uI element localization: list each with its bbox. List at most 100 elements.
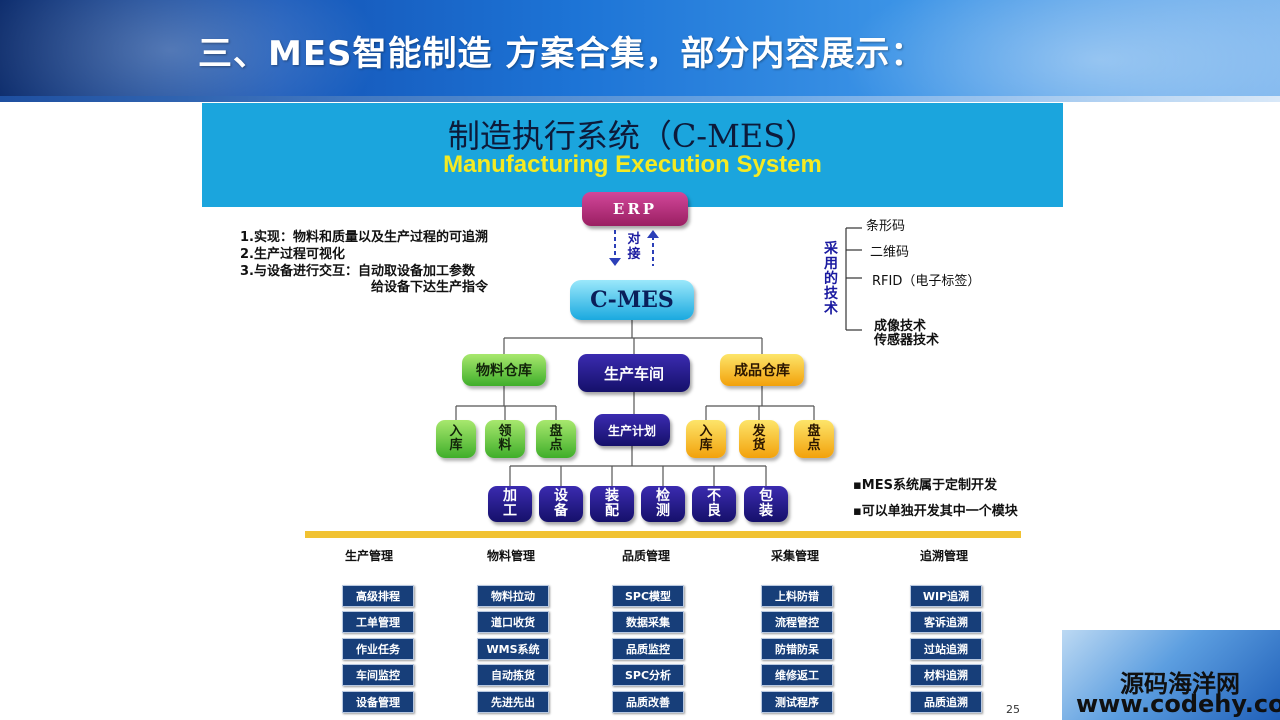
page-number: 25 [1006,703,1020,716]
module-box: 自动拣货 [477,664,549,686]
proc-char: 良 [707,503,721,519]
header-stripe [0,96,1280,102]
module-box: SPC模型 [612,585,684,607]
module-box: 数据采集 [612,611,684,633]
module-box: SPC分析 [612,664,684,686]
product-op-inventory: 盘点 [794,420,834,458]
header-glow [0,0,380,98]
category-title: 采集管理 [770,549,819,563]
proc-char: 配 [605,503,619,519]
op-char: 入 [449,424,463,439]
module-box: 车间监控 [342,664,414,686]
product-op-shipping: 发货 [739,420,779,458]
proc-char: 工 [503,503,517,519]
proc-char: 装 [605,488,619,504]
module-box: 品质追溯 [910,691,982,713]
note-custom-dev: ▪MES系统属于定制开发 [853,478,997,493]
op-char: 库 [699,438,713,453]
module-box: 先进先出 [477,691,549,713]
goal-line-1: 1.实现：物料和质量以及生产过程的可追溯 [240,230,488,245]
tech-label-char: 采 [824,241,838,257]
op-char: 入 [699,424,713,439]
corner-decoration [1062,630,1280,720]
proc-char: 测 [656,503,670,519]
tech-bracket [845,227,862,331]
op-char: 料 [498,438,512,453]
module-box: WIP追溯 [910,585,982,607]
op-char: 库 [449,438,463,453]
workshop-node: 生产车间 [578,354,690,392]
module-box: 品质改善 [612,691,684,713]
module-box: 防错防呆 [761,638,833,660]
banner-title-en: Manufacturing Execution System [443,151,822,178]
op-char: 点 [807,438,821,453]
module-box: 维修返工 [761,664,833,686]
arrow-down-head [609,258,621,266]
production-plan-node: 生产计划 [594,414,670,446]
product-warehouse-node: 成品仓库 [720,354,804,386]
note-module-dev: ▪可以单独开发其中一个模块 [853,504,1018,519]
watermark-url: www.codehy.com [1076,690,1280,718]
goal-line-4: 给设备下达生产指令 [371,280,489,295]
tech-item: 条形码 [866,219,906,234]
tech-label-char: 的 [824,271,838,287]
process-defect: 不良 [692,486,736,522]
erp-node: ERP [582,192,688,226]
tech-item: RFID（电子标签） [872,274,981,289]
proc-char: 加 [503,488,517,504]
op-char: 点 [549,438,563,453]
process-equipment: 设备 [539,486,583,522]
cmes-node: C-MES [570,280,694,320]
tech-item: 传感器技术 [874,333,940,348]
proc-char: 检 [656,488,670,504]
tech-label-char: 用 [824,256,838,272]
system-banner: 制造执行系统（C-MES） Manufacturing Execution Sy… [202,103,1063,207]
op-char: 发 [752,424,766,439]
op-char: 盘 [549,424,563,439]
module-box: 上料防错 [761,585,833,607]
category-title: 物料管理 [486,549,535,563]
module-box: 流程管控 [761,611,833,633]
material-op-picking: 领料 [485,420,525,458]
product-op-inbound: 入库 [686,420,726,458]
header-bar [0,0,1280,98]
module-box: 客诉追溯 [910,611,982,633]
watermark-title: 源码海洋网 [1120,670,1240,698]
interface-label: 对 接 [626,232,642,262]
op-char: 盘 [807,424,821,439]
tech-label-char: 术 [824,301,838,317]
goal-line-3: 3.与设备进行交互：自动取设备加工参数 [240,264,475,279]
module-box: 材料追溯 [910,664,982,686]
tech-item: 二维码 [870,245,910,260]
process-inspection: 检测 [641,486,685,522]
module-box: 作业任务 [342,638,414,660]
category-title: 追溯管理 [919,549,968,563]
module-box: 品质监控 [612,638,684,660]
module-box: 过站追溯 [910,638,982,660]
material-op-inventory: 盘点 [536,420,576,458]
process-machining: 加工 [488,486,532,522]
module-box: 物料拉动 [477,585,549,607]
tech-label: 采 用 的 技 术 [822,242,840,317]
process-assembly: 装配 [590,486,634,522]
header-glow-right [840,0,1280,98]
proc-char: 包 [759,488,773,504]
interface-char: 对 [627,232,641,247]
proc-char: 不 [707,488,721,504]
proc-char: 装 [759,503,773,519]
op-char: 领 [498,424,512,439]
proc-char: 设 [554,488,568,504]
tech-item: 成像技术 [874,319,927,334]
module-box: 设备管理 [342,691,414,713]
tech-label-char: 技 [824,286,838,302]
category-title: 品质管理 [621,549,670,563]
page-title: 三、MES智能制造 方案合集，部分内容展示： [198,34,926,74]
module-box: WMS系统 [477,638,549,660]
material-warehouse-node: 物料仓库 [462,354,546,386]
module-box: 道口收货 [477,611,549,633]
banner-title-cn: 制造执行系统（C-MES） [447,117,818,155]
op-char: 货 [752,438,766,453]
interface-char: 接 [627,247,641,262]
module-box: 测试程序 [761,691,833,713]
